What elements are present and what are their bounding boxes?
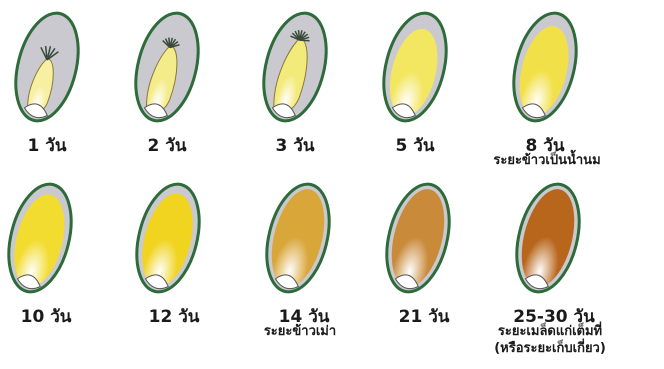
day-label: 10 วัน xyxy=(21,303,72,330)
stage-name-label: ระยะข้าวเม่า xyxy=(264,324,336,339)
day-label: 2 วัน xyxy=(148,132,187,159)
day-label: 5 วัน xyxy=(396,132,435,159)
grain-3 xyxy=(254,7,337,128)
day-label: 1 วัน xyxy=(28,132,67,159)
grain-1 xyxy=(6,7,89,128)
grain-6 xyxy=(0,178,81,299)
grain-2 xyxy=(126,7,209,128)
day-label: 21 วัน xyxy=(399,303,450,330)
grain-8 xyxy=(257,178,340,299)
stage-name-label: ระยะข้าวเป็นน้ำนม xyxy=(493,153,600,168)
day-label: 3 วัน xyxy=(276,132,315,159)
grain-5 xyxy=(504,7,587,128)
day-label: 12 วัน xyxy=(149,303,200,330)
stage-name-label: ระยะเมล็ดแก่เต็มที่ xyxy=(498,324,602,339)
grain-7 xyxy=(127,178,210,299)
grain-9 xyxy=(377,178,460,299)
grain-4 xyxy=(374,7,457,128)
stage-name-label-2: (หรือระยะเก็บเกี่ยว) xyxy=(494,341,606,356)
grain-10 xyxy=(507,178,590,299)
